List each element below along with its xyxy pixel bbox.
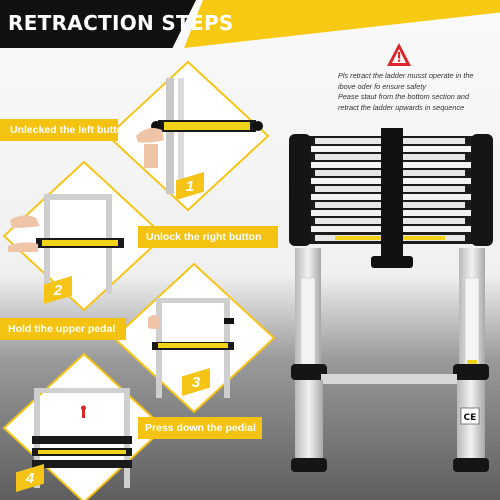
end-caps	[289, 134, 493, 246]
step-2-label: Unlock the right button	[138, 226, 278, 248]
step-1-label: Unlecked the left button	[0, 119, 130, 141]
base-foot-right	[453, 364, 489, 380]
strap	[381, 128, 403, 268]
base-foot-left	[291, 364, 327, 380]
bottom-rung	[321, 374, 457, 384]
step-3-label-text: Hold tihe upper pedal	[8, 323, 116, 335]
telescopic-ladder-image: CE	[289, 128, 493, 472]
warning-line: Pls retract the ladder musst operate in …	[338, 71, 474, 80]
header-black-banner	[0, 0, 196, 48]
step-1-label-text: Unlecked the left button	[10, 124, 130, 136]
warning-triangle-icon	[387, 43, 411, 66]
warning-text: Pls retract the ladder musst operate in …	[338, 71, 498, 113]
step-1-photo: 1	[106, 60, 270, 212]
step-2-label-text: Unlock the right button	[146, 231, 262, 243]
warning-line: retract the ladder upwards in sequence	[338, 102, 465, 112]
step-4-label: Press down the pedial	[138, 417, 262, 439]
ce-mark: CE	[464, 413, 477, 423]
step-4-label-text: Press down the pedial	[145, 422, 256, 434]
warning-line: ibove oder fo ensure safety	[338, 81, 427, 91]
header: RETRACTION STEPS	[0, 0, 500, 50]
step-3-photo: 3	[112, 262, 276, 414]
step-2-photo: 2	[2, 160, 166, 312]
step-4-photo: 4	[2, 352, 166, 500]
warning-line: Pease staut from the bottom section and	[338, 92, 470, 101]
step-3-label: Hold tihe upper pedal	[0, 318, 126, 340]
page-title: RETRACTION STEPS	[8, 11, 234, 35]
